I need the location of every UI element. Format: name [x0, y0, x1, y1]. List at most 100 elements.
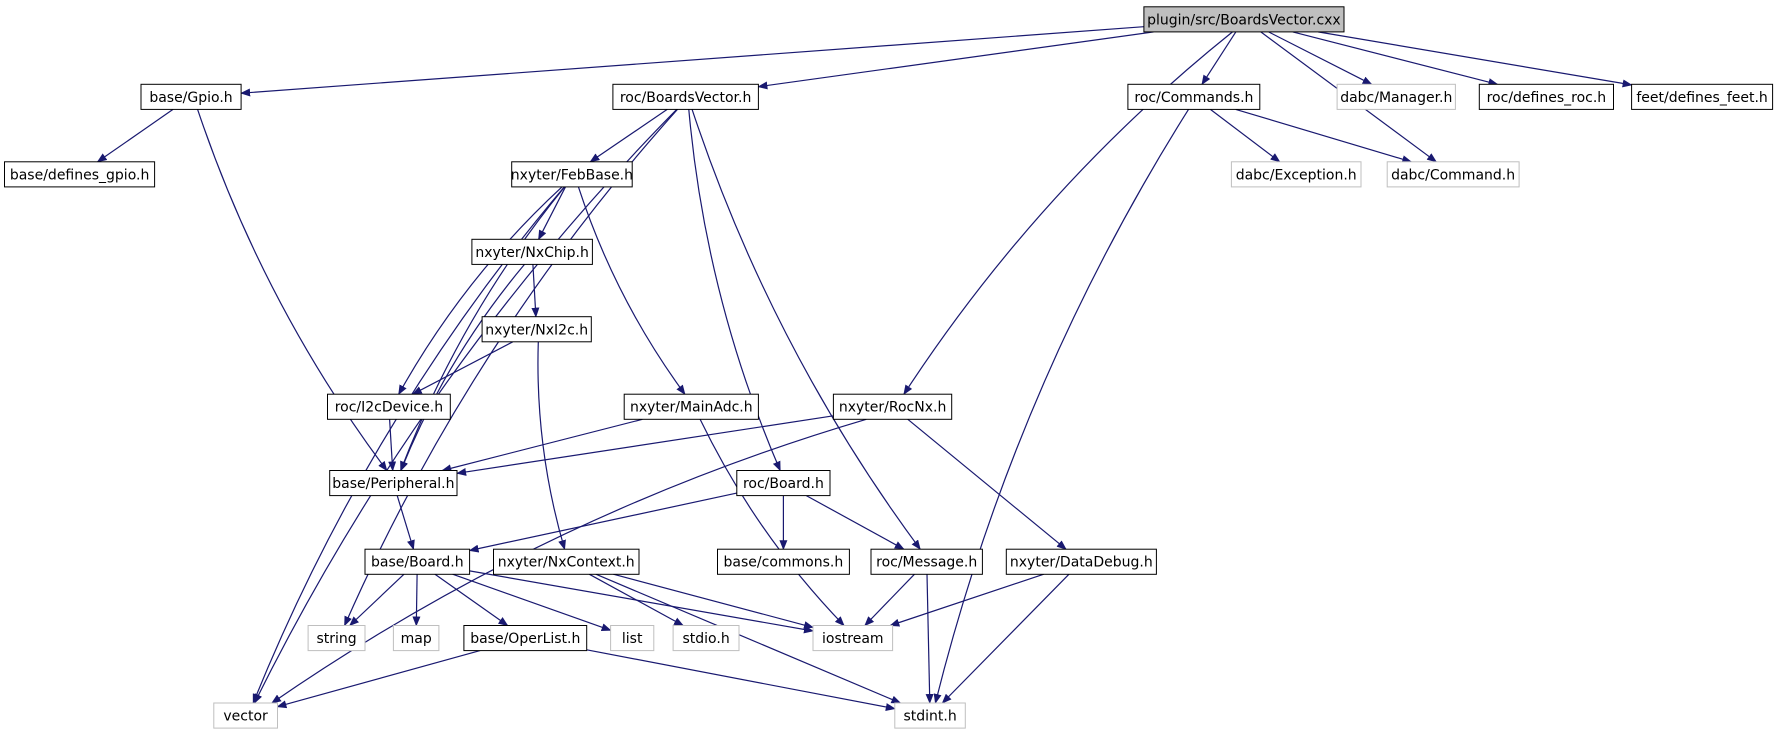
- node-box: [307, 625, 366, 652]
- node-root[interactable]: plugin/src/BoardsVector.cxx: [1143, 6, 1345, 33]
- node-manager: dabc/Manager.h: [1336, 83, 1456, 110]
- edge-root-to-gpio: [240, 26, 1144, 97]
- edge-baseboard-to-string: [349, 573, 405, 627]
- edge-rocboard-to-baseboard: [468, 492, 737, 553]
- node-box: [392, 625, 440, 652]
- node-box: [1127, 83, 1261, 110]
- edge-nxcontext-to-iostream: [613, 573, 814, 629]
- node-label: roc/BoardsVector.h: [620, 90, 752, 106]
- node-box: [736, 470, 831, 497]
- edge-baseboard-to-map: [412, 574, 421, 627]
- node-box: [612, 83, 759, 110]
- node-label: nxyter/NxContext.h: [498, 555, 635, 571]
- node-label: iostream: [822, 631, 884, 647]
- node-box: [327, 393, 451, 420]
- node-label: string: [316, 631, 356, 647]
- edge-operlist-to-stdint: [586, 649, 896, 711]
- node-nxchip[interactable]: nxyter/NxChip.h: [471, 238, 593, 265]
- node-nxi2c[interactable]: nxyter/NxI2c.h: [481, 316, 592, 343]
- node-label: list: [622, 631, 643, 647]
- node-label: nxyter/DataDebug.h: [1010, 555, 1153, 571]
- edge-root-to-boardsvector: [757, 31, 1154, 90]
- edge-baseboard-to-operlist: [434, 573, 509, 627]
- node-label: base/OperList.h: [470, 631, 580, 647]
- node-label: map: [401, 631, 432, 647]
- node-nxcontext[interactable]: nxyter/NxContext.h: [493, 548, 640, 575]
- edge-gpio-to-defgpio: [96, 108, 174, 163]
- node-box: [364, 548, 471, 575]
- edge-datadebug-to-iostream: [889, 573, 1044, 627]
- node-box: [812, 625, 894, 652]
- node-stdio: stdio.h: [672, 625, 740, 652]
- node-vector: vector: [213, 702, 279, 729]
- node-box: [329, 470, 458, 497]
- node-boardsvector[interactable]: roc/BoardsVector.h: [612, 83, 759, 110]
- node-label: roc/Message.h: [876, 555, 977, 571]
- edge-febbase-to-peripheral: [400, 186, 566, 472]
- node-label: stdint.h: [903, 709, 956, 725]
- edge-mainadc-to-iostream: [699, 419, 845, 627]
- node-box: [1336, 83, 1456, 110]
- edge-nxi2c-to-nxcontext: [537, 341, 566, 551]
- node-label: roc/Board.h: [743, 476, 824, 492]
- edge-root-to-defroc: [1292, 31, 1499, 86]
- node-commands[interactable]: roc/Commands.h: [1127, 83, 1261, 110]
- node-command: dabc/Command.h: [1386, 161, 1520, 188]
- edge-root-to-manager: [1268, 31, 1373, 85]
- node-box: [471, 238, 593, 265]
- node-baseboard[interactable]: base/Board.h: [364, 548, 471, 575]
- node-label: dabc/Manager.h: [1340, 90, 1452, 106]
- node-label: nxyter/NxI2c.h: [485, 322, 588, 338]
- node-operlist[interactable]: base/OperList.h: [463, 625, 588, 652]
- node-box: [610, 625, 655, 652]
- node-label: feet/defines_feet.h: [1636, 90, 1767, 106]
- edge-boardsvector-to-rocboard: [688, 109, 781, 472]
- node-box: [1005, 548, 1157, 575]
- edge-boardsvector-to-febbase: [589, 108, 668, 163]
- node-message[interactable]: roc/Message.h: [870, 548, 983, 575]
- node-rocnx[interactable]: nxyter/RocNx.h: [832, 393, 953, 420]
- node-list: list: [610, 625, 655, 652]
- node-label: nxyter/FebBase.h: [511, 167, 633, 183]
- node-gpio[interactable]: base/Gpio.h: [140, 83, 242, 110]
- edge-operlist-to-vector: [276, 650, 481, 709]
- node-mainadc[interactable]: nxyter/MainAdc.h: [623, 393, 759, 420]
- node-rocboard[interactable]: roc/Board.h: [736, 470, 831, 497]
- node-label: base/Peripheral.h: [332, 476, 454, 492]
- edge-febbase-to-nxchip: [538, 186, 567, 241]
- node-label: nxyter/NxChip.h: [475, 245, 589, 261]
- node-box: [463, 625, 588, 652]
- node-string: string: [307, 625, 366, 652]
- node-box: [213, 702, 279, 729]
- node-febbase[interactable]: nxyter/FebBase.h: [511, 161, 633, 188]
- node-stdint: stdint.h: [894, 702, 966, 729]
- node-box: [894, 702, 966, 729]
- node-box: [1478, 83, 1615, 110]
- edge-root-to-rocnx: [903, 31, 1233, 396]
- edge-rocnx-to-vector: [271, 418, 867, 704]
- node-label: dabc/Command.h: [1391, 167, 1515, 183]
- edge-commands-to-command: [1235, 108, 1413, 164]
- node-defroc[interactable]: roc/defines_roc.h: [1478, 83, 1615, 110]
- edge-i2cdevice-to-peripheral: [388, 419, 397, 472]
- node-map: map: [392, 625, 440, 652]
- node-datadebug[interactable]: nxyter/DataDebug.h: [1005, 548, 1157, 575]
- node-label: plugin/src/BoardsVector.cxx: [1147, 12, 1341, 28]
- node-box: [511, 161, 633, 188]
- node-label: base/Gpio.h: [149, 90, 232, 106]
- node-box: [672, 625, 740, 652]
- node-box: [1631, 83, 1774, 110]
- node-defgpio[interactable]: base/defines_gpio.h: [4, 161, 156, 188]
- edge-rocnx-to-peripheral: [456, 415, 834, 476]
- node-peripheral[interactable]: base/Peripheral.h: [329, 470, 458, 497]
- edge-nxcontext-to-stdio: [588, 573, 684, 627]
- edge-mainadc-to-peripheral: [441, 418, 643, 473]
- node-label: nxyter/MainAdc.h: [630, 400, 753, 416]
- node-box: [1386, 161, 1520, 188]
- node-i2cdevice[interactable]: roc/I2cDevice.h: [327, 393, 451, 420]
- node-commons[interactable]: base/commons.h: [717, 548, 850, 575]
- edges-layer: [96, 26, 1633, 711]
- node-label: base/commons.h: [724, 555, 844, 571]
- node-deffeet[interactable]: feet/defines_feet.h: [1631, 83, 1774, 110]
